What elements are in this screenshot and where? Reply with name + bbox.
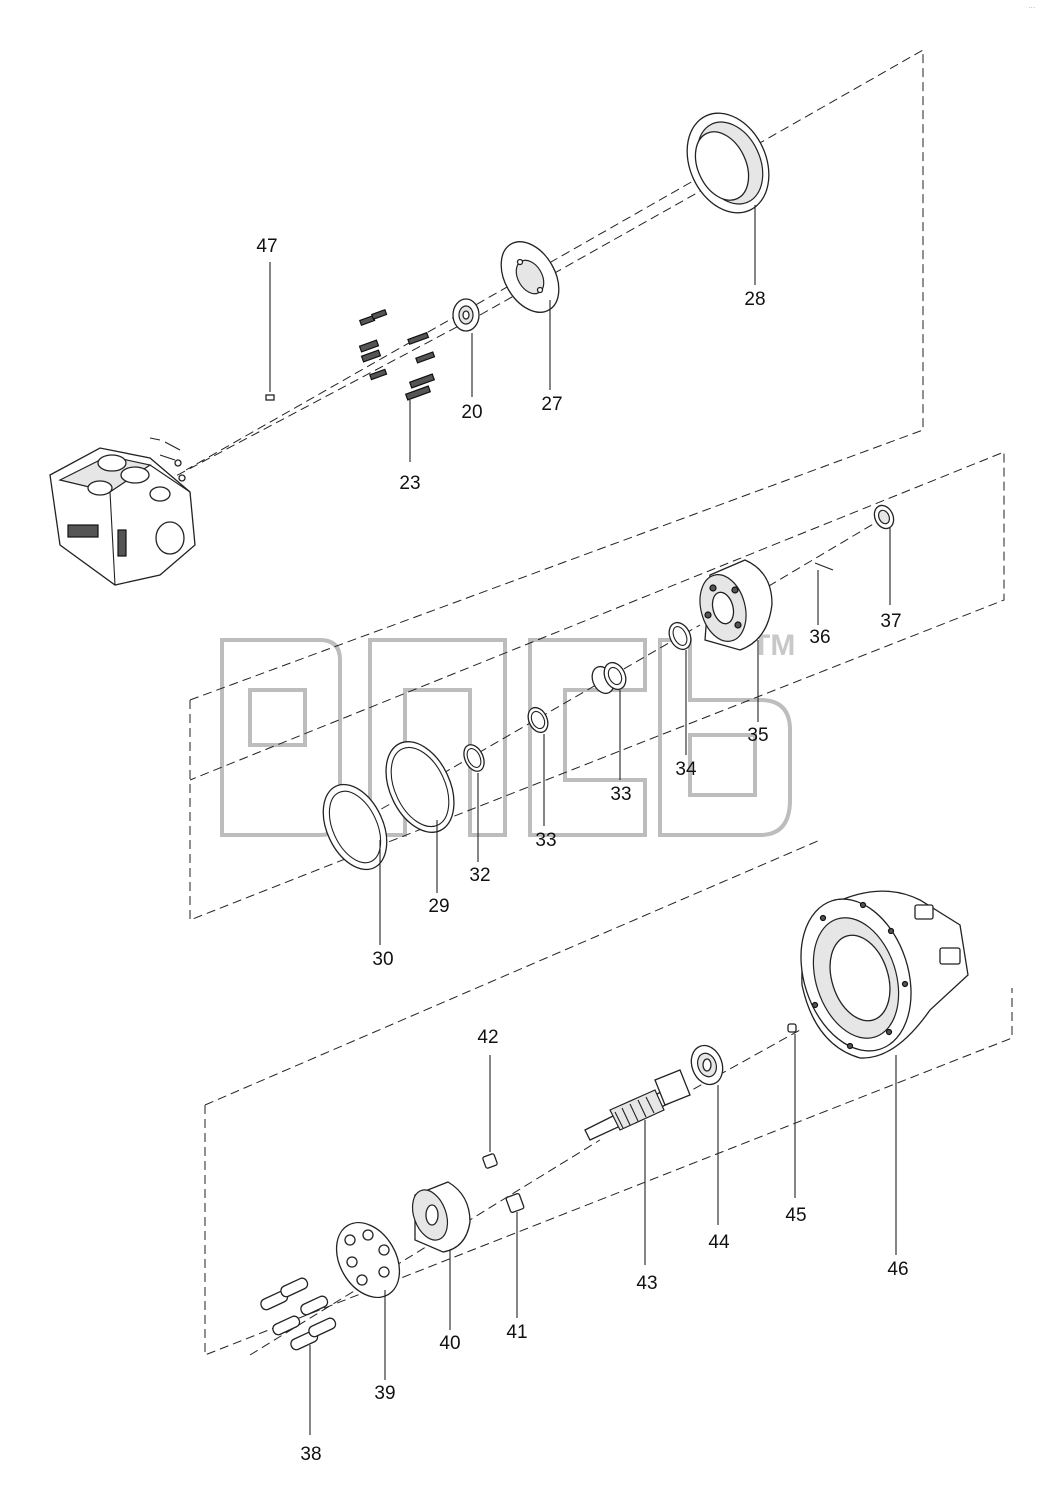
callout-44: 44: [708, 1232, 730, 1253]
callout-32: 32: [469, 865, 490, 886]
part-20-bearing: 20: [452, 298, 483, 423]
watermark-logo: TM: [220, 629, 795, 837]
part-47-pin: 47: [256, 236, 278, 401]
part-30-friction-ring: 30: [322, 783, 394, 970]
callout-40: 40: [439, 1333, 460, 1354]
part-38-pistons: 38: [260, 1277, 337, 1465]
part-37-washer: 37: [873, 504, 902, 632]
callout-34: 33: [610, 784, 631, 805]
callout-33-lower: 33: [535, 830, 556, 851]
callout-39: 39: [374, 1383, 395, 1404]
part-27-plate: 27: [500, 241, 563, 415]
callout-37: 37: [880, 611, 901, 632]
callout-29: 29: [428, 896, 449, 917]
part-23-springs: 23: [358, 308, 436, 494]
part-45-plug: 45: [785, 1023, 807, 1226]
callout-20: 20: [461, 402, 482, 423]
callout-47: 47: [256, 236, 277, 257]
part-44-bearing: 44: [690, 1044, 730, 1253]
callout-45: 45: [785, 1205, 806, 1226]
part-41-plug: 41: [505, 1193, 528, 1343]
callout-42: 42: [477, 1027, 498, 1048]
assembly-axis-lines: [139, 179, 881, 1356]
valve-block-housing: [49, 437, 196, 586]
part-46-motor-housing: 46: [800, 890, 969, 1280]
part-28-ring: 28: [686, 112, 770, 310]
group-outline-middle: [189, 451, 1005, 921]
part-40-swash-plate: 40: [411, 1181, 471, 1354]
part-42-plug: 42: [477, 1027, 499, 1169]
group-outline-top: [185, 49, 924, 701]
callout-27: 27: [541, 394, 562, 415]
callout-43: 43: [636, 1273, 657, 1294]
callout-28: 28: [744, 289, 765, 310]
callout-38: 38: [300, 1444, 321, 1465]
part-34-shim-rings: 33: [591, 661, 632, 805]
callout-30: 30: [372, 949, 393, 970]
part-32-snap-ring: 32: [463, 744, 491, 886]
part-36-pin: 36: [809, 562, 834, 648]
callout-33-upper: 34: [675, 759, 697, 780]
group-outline-bottom: [204, 839, 1013, 1356]
callout-46: 46: [887, 1259, 908, 1280]
part-33-snap-ring-upper: 34: [668, 621, 697, 780]
callout-23: 23: [399, 473, 420, 494]
part-39-retainer-plate: 39: [335, 1221, 401, 1404]
callout-41: 41: [506, 1322, 527, 1343]
part-29-separator-plate: 29: [385, 741, 455, 917]
part-33-snap-ring-lower: 33: [527, 706, 557, 851]
part-43-drive-shaft: 43: [584, 1069, 691, 1294]
corner-mark: ˑˑˑ: [1028, 4, 1036, 14]
callout-35: 35: [747, 725, 768, 746]
callout-36: 36: [809, 627, 830, 648]
part-35-cylinder-block: 35: [699, 559, 773, 746]
